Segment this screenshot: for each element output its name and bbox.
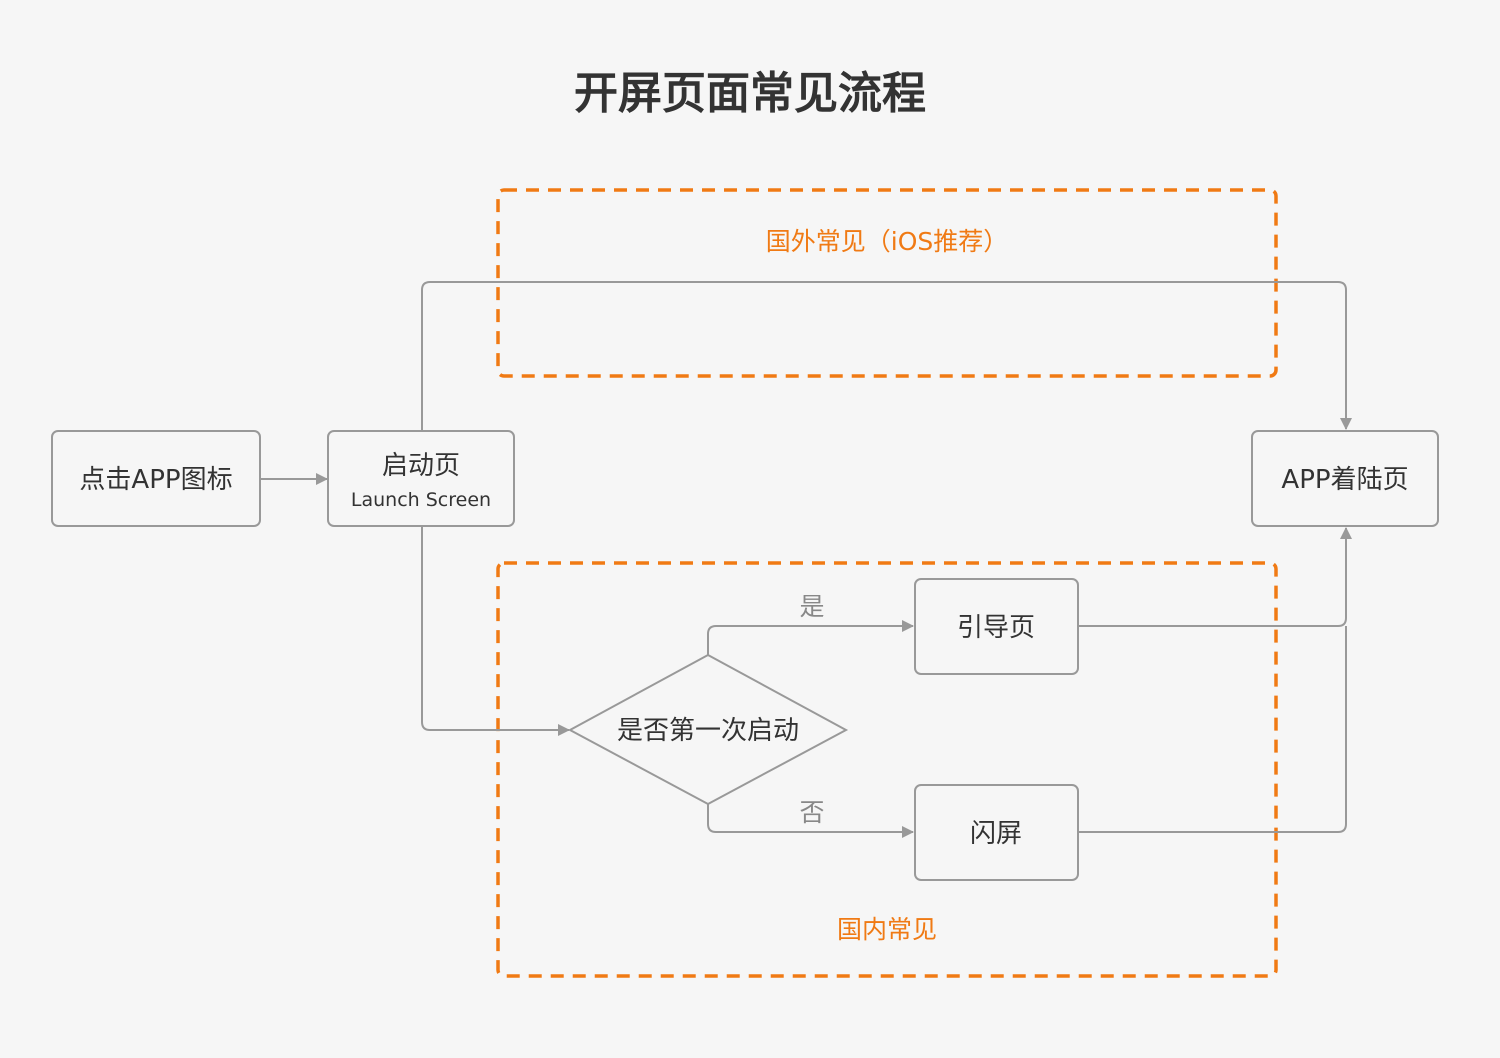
node-app-landing[interactable]: APP着陆页 — [1251, 430, 1439, 527]
node-splash-screen[interactable]: 闪屏 — [914, 784, 1079, 881]
edge-launch-to-landing — [421, 281, 1352, 430]
node-first-launch-decision[interactable]: 是否第一次启动 — [567, 653, 849, 806]
node-launch-screen-label: 启动页 — [382, 451, 460, 481]
node-tap-icon-box — [51, 430, 261, 527]
node-tap-icon[interactable]: 点击APP图标 — [51, 430, 261, 527]
node-first-launch-decision-diamond — [567, 653, 849, 806]
node-guide-page-label: 引导页 — [957, 613, 1035, 643]
node-launch-screen[interactable]: 启动页 Launch Screen — [327, 430, 515, 527]
node-splash-screen-label: 闪屏 — [970, 819, 1022, 849]
edge-guide-to-landing — [1079, 527, 1352, 627]
diagram-title: 开屏页面常见流程 — [574, 68, 926, 119]
group-domestic-label: 国内常见 — [837, 915, 937, 944]
edge-launch-to-decision — [421, 527, 570, 736]
node-tap-icon-label: 点击APP图标 — [79, 465, 232, 495]
edge-no-label: 否 — [799, 798, 824, 827]
node-app-landing-label: APP着陆页 — [1281, 465, 1408, 495]
edge-decision-no — [707, 804, 914, 838]
group-domestic-frame — [496, 561, 1278, 978]
node-splash-screen-box — [914, 784, 1079, 881]
group-domestic: 国内常见 — [496, 561, 1278, 978]
edge-decision-yes — [707, 620, 914, 655]
node-guide-page[interactable]: 引导页 — [914, 578, 1079, 675]
edges: 是 否 — [261, 281, 1352, 838]
node-launch-screen-sublabel: Launch Screen — [351, 489, 491, 511]
edge-splash-to-landing — [1079, 626, 1347, 833]
group-foreign-label: 国外常见（iOS推荐） — [766, 227, 1009, 256]
node-guide-page-box — [914, 578, 1079, 675]
node-first-launch-decision-label: 是否第一次启动 — [617, 716, 799, 746]
edge-yes-label: 是 — [799, 592, 824, 621]
node-app-landing-box — [1251, 430, 1439, 527]
node-launch-screen-box — [327, 430, 515, 527]
